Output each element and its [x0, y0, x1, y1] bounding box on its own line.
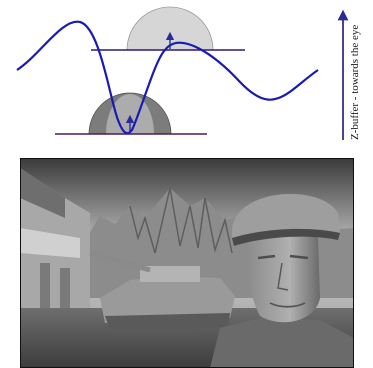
z-buffer-axis-label: Z-buffer - towards the eye [349, 25, 361, 140]
ambient-occlusion-render-image [20, 158, 354, 368]
z-buffer-diagram [0, 0, 373, 158]
